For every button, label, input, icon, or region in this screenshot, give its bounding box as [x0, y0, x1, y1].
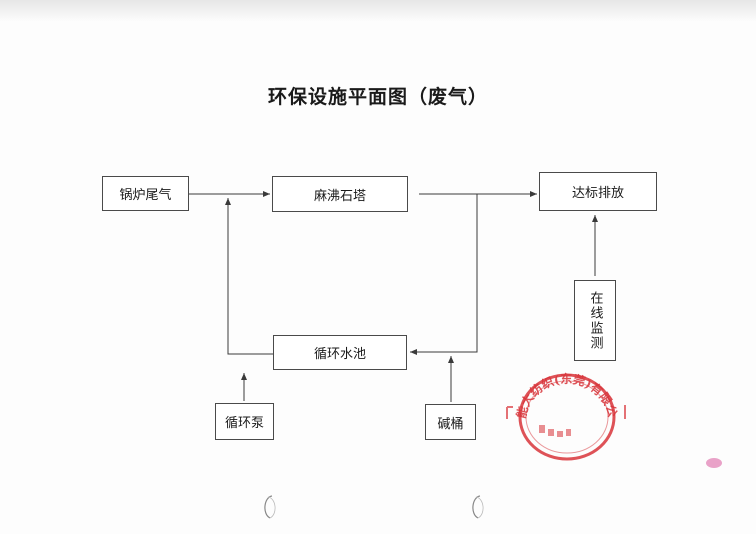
punch-hole-left — [264, 495, 276, 519]
node-boiler-exhaust: 锅炉尾气 — [102, 176, 189, 211]
node-emission-label: 达标排放 — [571, 186, 624, 201]
page-title: 环保设施平面图（废气） — [267, 86, 488, 108]
node-circulation-pool-label: 循环水池 — [313, 347, 366, 362]
company-seal: 能大纺织(东莞)有限公司 — [505, 367, 626, 461]
node-alkali-tank-label: 碱桶 — [437, 416, 464, 432]
node-circulation-pump: 循环泵 — [215, 403, 274, 440]
node-circulation-pump-label: 循环泵 — [224, 416, 264, 431]
seal-text: 能大纺织(东莞)有限公司 — [505, 367, 620, 420]
arrow-tower-to-pool — [410, 194, 478, 355]
arrow-pool-to-inlet — [225, 198, 273, 355]
node-scrubber-tower: 麻沸石塔 — [272, 176, 408, 212]
node-circulation-pool: 循环水池 — [273, 335, 407, 370]
node-online-monitoring: 在线监测 — [574, 280, 616, 361]
svg-text:能大纺织(东莞)有限公司: 能大纺织(东莞)有限公司 — [505, 367, 620, 420]
pink-mark — [706, 458, 722, 468]
node-scrubber-tower-label: 麻沸石塔 — [313, 188, 366, 204]
node-alkali-tank: 碱桶 — [425, 404, 476, 440]
punch-hole-right — [472, 495, 484, 519]
node-boiler-exhaust-label: 锅炉尾气 — [119, 188, 172, 203]
scan-shadow — [0, 0, 756, 22]
node-emission: 达标排放 — [539, 172, 657, 211]
node-online-monitoring-label: 在线监测 — [587, 290, 603, 351]
